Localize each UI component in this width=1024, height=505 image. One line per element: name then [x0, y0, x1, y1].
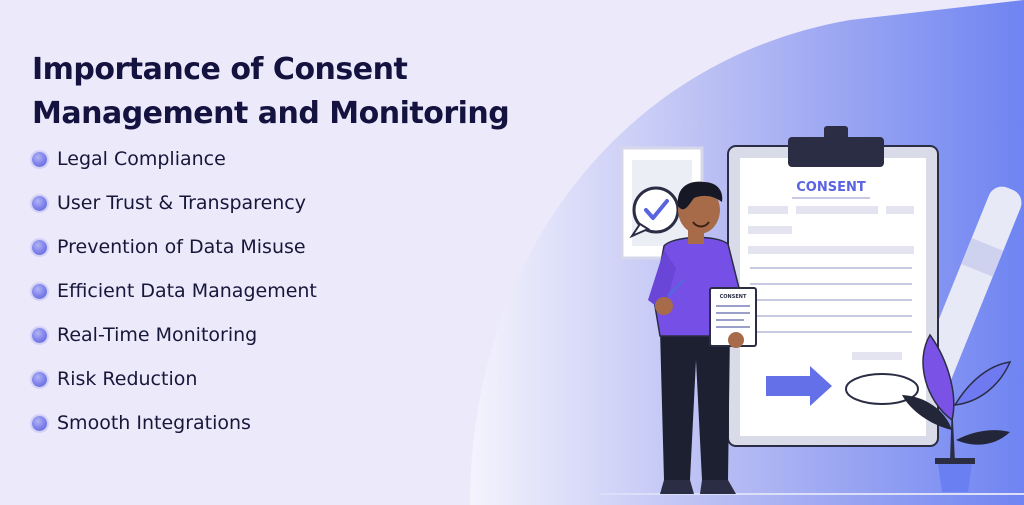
bullet-dot-icon: [32, 239, 47, 255]
list-item: Legal Compliance: [32, 137, 317, 181]
bullet-text: Prevention of Data Misuse: [57, 236, 306, 258]
bullet-list: Legal Compliance User Trust & Transparen…: [32, 137, 317, 445]
list-item: Prevention of Data Misuse: [32, 225, 317, 269]
potted-plant: [902, 333, 1012, 492]
list-item: User Trust & Transparency: [32, 181, 317, 225]
bullet-dot-icon: [32, 195, 47, 211]
person-illustration: CONSENT: [648, 181, 757, 494]
bullet-text: Real-Time Monitoring: [57, 324, 258, 346]
title-line-2: Management and Monitoring: [32, 96, 510, 131]
bullet-dot-icon: [32, 283, 47, 299]
bullet-text: Smooth Integrations: [57, 412, 251, 434]
bullet-text: Risk Reduction: [57, 368, 198, 390]
bullet-dot-icon: [32, 371, 47, 387]
list-item: Efficient Data Management: [32, 269, 317, 313]
clipboard-heading: CONSENT: [796, 180, 866, 195]
bullet-dot-icon: [32, 151, 47, 167]
page-title: Importance of Consent Management and Mon…: [32, 48, 510, 136]
bullet-text: User Trust & Transparency: [57, 192, 306, 214]
bullet-text: Legal Compliance: [57, 148, 226, 170]
bullet-text: Efficient Data Management: [57, 280, 317, 302]
list-item: Smooth Integrations: [32, 401, 317, 445]
title-line-1: Importance of Consent: [32, 52, 408, 87]
small-clipboard-heading: CONSENT: [720, 294, 747, 300]
list-item: Real-Time Monitoring: [32, 313, 317, 357]
consent-clipboard: CONSENT: [727, 126, 939, 447]
list-item: Risk Reduction: [32, 357, 317, 401]
bullet-dot-icon: [32, 415, 47, 431]
bullet-dot-icon: [32, 327, 47, 343]
